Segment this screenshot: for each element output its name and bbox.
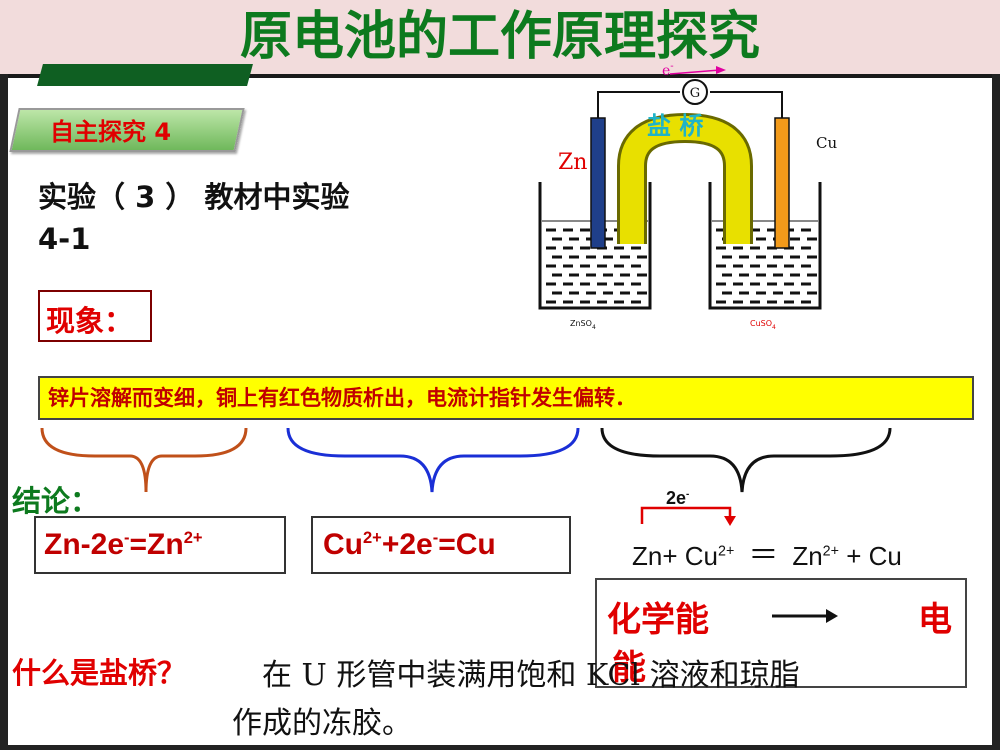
electron-label: e- [662,61,674,79]
grouping-brackets [40,427,892,493]
page-title: 原电池的工作原理探究 [239,7,760,67]
decorative-green-bar [37,64,253,86]
cathode-equation: Cu2++2e-=Cu [311,516,571,574]
electron-transfer-arrow [640,506,736,526]
net-equation: Zn+ Cu2+＝Zn2+ + Cu [632,539,902,572]
conclusion-label: 结论： [12,484,100,518]
zinc-electrode [590,117,606,249]
left-border [0,74,8,750]
bracket-copper [286,427,580,493]
title-band [0,0,1000,74]
zinc-label: Zn [558,150,587,175]
experiment-number: 4-1 [38,222,91,256]
galvanometer-icon: G [682,79,708,105]
external-wire [597,91,680,118]
salt-bridge-answer-line2: 作成的冻胶。 [232,706,412,741]
copper-label: Cu [816,134,837,152]
svg-text:G: G [690,86,700,101]
conversion-arrow-icon [772,609,838,623]
chemical-energy-label: 化学能 [607,600,709,640]
electron-transfer-label: 2e- [666,488,690,508]
bracket-zinc [40,427,248,493]
bottom-border [0,745,1000,750]
phenomenon-box [38,290,152,342]
electric-energy-label-continued: 能 [612,648,646,688]
salt-bridge-question: 什么是盐桥？ [12,656,187,690]
salt-bridge-label: 盐 桥 [647,112,704,140]
right-border [992,74,1000,750]
electric-energy-label: 电 [918,600,952,640]
phenomenon-label: 现象： [46,304,134,338]
experiment-title: 实验（ 3 ） 教材中实验 [38,180,350,214]
galvanic-cell-diagram: e- G 盐 桥 Zn Cu ZnSO4 CuSO4 [538,61,837,331]
external-wire-right [710,91,783,118]
anode-equation: Zn-2e-=Zn2+ [34,516,286,574]
phenomenon-description: 锌片溶解而变细，铜上有红色物质析出，电流计指针发生偏转． [38,376,974,420]
electron-flow-arrow-icon [669,66,726,75]
salt-bridge-fill [620,115,750,244]
bracket-galvanometer [600,427,892,493]
top-rule [0,74,1000,78]
salt-bridge-answer-line1: 在 U 形管中装满用饱和 KCl 溶液和琼脂 [262,658,800,693]
left-solution-label: ZnSO4 [570,319,596,331]
section-badge-label: 自主探究 4 [50,118,172,146]
energy-conversion-box [595,578,967,688]
right-solution-label: CuSO4 [750,319,776,331]
copper-electrode [774,117,790,249]
